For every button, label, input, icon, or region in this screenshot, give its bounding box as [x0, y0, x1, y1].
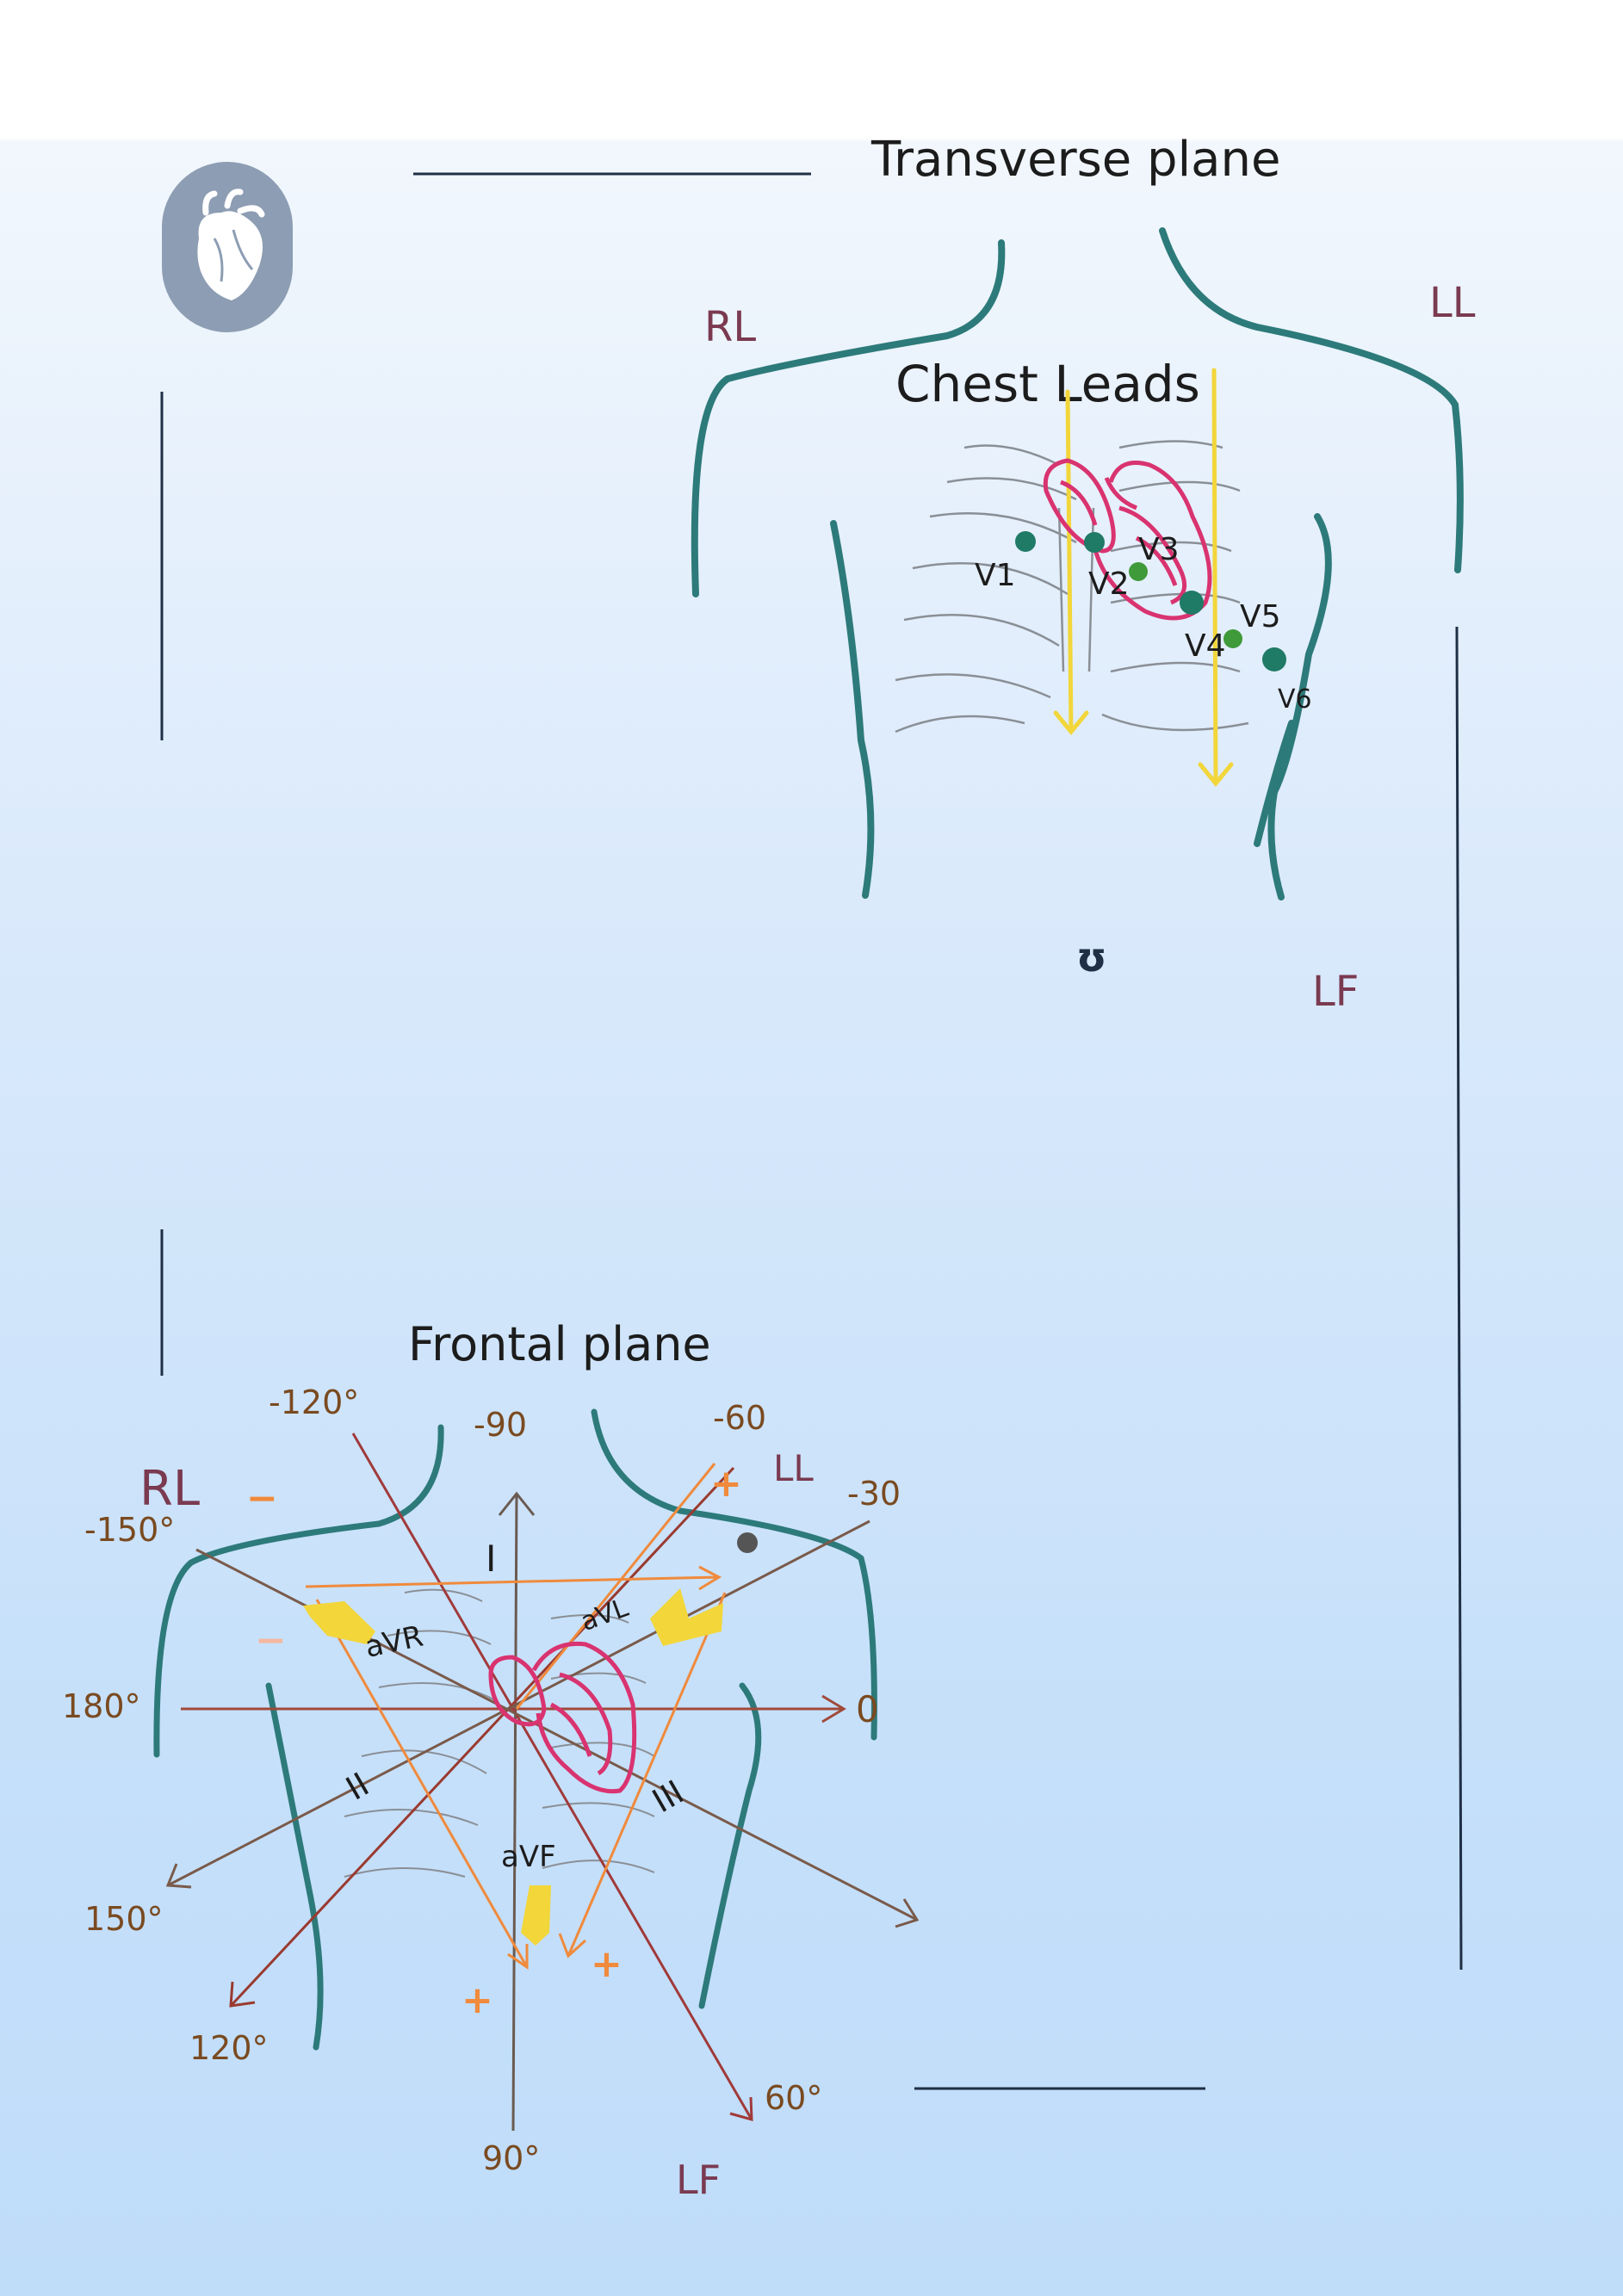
frontal-title: Frontal plane — [408, 1317, 711, 1371]
angle-minus120: -120° — [269, 1383, 359, 1421]
label-v4: V4 — [1185, 628, 1226, 664]
electrodes — [1015, 531, 1286, 671]
axis-minus30-150 — [167, 1519, 870, 1887]
decor-rules — [160, 172, 1463, 2090]
transverse-heart — [1043, 458, 1212, 621]
angle-minus30: -30 — [847, 1475, 901, 1513]
heart-icon — [197, 189, 265, 300]
angle-minus60: -60 — [713, 1399, 766, 1437]
avf-arrow — [521, 1885, 551, 1946]
lead-avf-label: aVF — [501, 1840, 556, 1874]
transverse-ll-label: LL — [1429, 279, 1476, 327]
label-v5: V5 — [1240, 599, 1281, 634]
frontal-torso-outline — [153, 1408, 877, 2051]
transverse-lf-label: LF — [1312, 968, 1359, 1016]
label-v3: V3 — [1138, 532, 1180, 567]
plus-mark-right-foot: + — [591, 1942, 623, 1986]
avl-arrow — [650, 1588, 723, 1646]
frontal-heart — [488, 1641, 637, 1794]
electrode-v2 — [1084, 532, 1105, 553]
label-v6: V6 — [1278, 684, 1312, 715]
angle-60: 60° — [765, 2079, 822, 2117]
stray-mark: ʊ — [1076, 934, 1107, 981]
transverse-plane: Transverse plane Chest Leads RL LL LF — [691, 132, 1476, 1016]
cursor-dot — [737, 1532, 758, 1553]
frontal-lf-label: LF — [676, 2157, 721, 2203]
rule-right — [1455, 626, 1463, 1971]
angle-minus150: -150° — [84, 1511, 175, 1549]
angle-labels: -120° -90 -60 -30 -150° 180° 0 150° 120°… — [62, 1383, 901, 2177]
label-v1: V1 — [975, 558, 1016, 593]
angle-180: 180° — [62, 1687, 141, 1725]
frontal-ll-label: LL — [773, 1447, 814, 1489]
plus-mark-left-foot: + — [462, 1978, 493, 2022]
einthoven-triangle — [305, 1463, 727, 1970]
plus-mark-ll: + — [710, 1462, 742, 1506]
electrode-v5 — [1223, 629, 1242, 648]
angle-150: 150° — [84, 1900, 164, 1938]
lead-ii-label: II — [339, 1765, 375, 1807]
label-v2: V2 — [1088, 566, 1130, 602]
angle-minus90: -90 — [474, 1406, 527, 1444]
axis-minus120-60 — [351, 1433, 753, 2120]
minus-mark-avr: − — [255, 1618, 287, 1662]
augmented-arrows — [303, 1588, 723, 1946]
lead-i-label: I — [486, 1538, 496, 1580]
heart-badge — [162, 162, 293, 332]
transverse-title: Transverse plane — [870, 132, 1280, 188]
frontal-limb-labels: RL LL LF — [139, 1447, 814, 2203]
lead-iii-label: III — [646, 1773, 690, 1820]
avr-arrow — [303, 1601, 375, 1644]
transverse-rl-label: RL — [704, 303, 756, 351]
angle-90: 90° — [482, 2139, 540, 2177]
polarity-marks: − − + + + — [246, 1462, 742, 2022]
minus-mark-rl: − — [246, 1476, 278, 1520]
transverse-torso-outline — [691, 227, 1464, 900]
lead-avl-label: aVL — [577, 1593, 633, 1637]
electrode-labels: V1 V2 V3 V4 V5 V6 — [975, 532, 1312, 715]
angle-0: 0 — [856, 1688, 879, 1730]
chest-leads-label: Chest Leads — [895, 355, 1200, 413]
transverse-yellow-arrows — [1053, 368, 1234, 787]
axis-vertical — [511, 1493, 518, 2132]
axis-minus60-120 — [229, 1466, 735, 2008]
lead-avr-label: aVR — [362, 1619, 426, 1665]
angle-120: 120° — [189, 2029, 269, 2067]
electrode-v4 — [1180, 591, 1204, 615]
frontal-rl-label: RL — [139, 1461, 200, 1517]
electrode-v1 — [1015, 531, 1036, 552]
electrode-v6 — [1262, 647, 1286, 671]
frontal-plane: Frontal plane — [62, 1317, 920, 2203]
electrode-v3 — [1129, 562, 1148, 581]
